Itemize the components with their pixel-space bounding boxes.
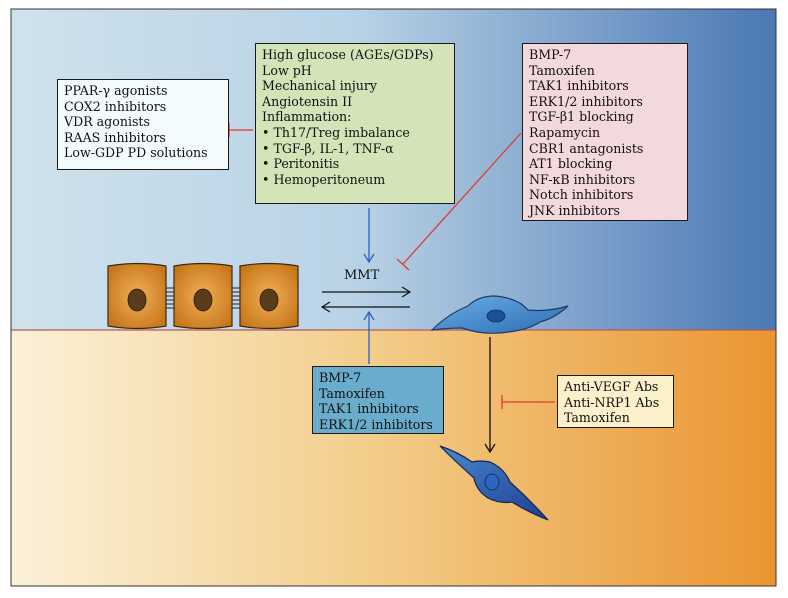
inflammation-bullet: Hemoperitoneum (262, 172, 448, 188)
inflammation-bullet: Th17/Treg imbalance (262, 125, 448, 141)
reversal-arrow (363, 310, 375, 364)
reversal-therapies-box: BMP-7 Tamoxifen TAK1 inhibitors ERK1/2 i… (312, 366, 444, 434)
mesenchymal-cell (430, 295, 569, 334)
therapy-item: TAK1 inhibitors (529, 78, 629, 94)
therapy-item: Low-GDP PD solutions (64, 145, 208, 161)
bullet-text: Hemoperitoneum (273, 171, 386, 187)
epithelial-cell (239, 262, 299, 330)
therapy-item: RAAS inhibitors (64, 129, 166, 145)
mmt-arrows (320, 286, 412, 313)
stimulus-item: Low pH (262, 62, 312, 78)
stimulus-item: Mechanical injury (262, 78, 378, 94)
mmt-label: MMT (344, 268, 380, 283)
therapy-item: Tamoxifen (564, 410, 630, 426)
stimulus-item: High glucose (AGEs/GDPs) (262, 47, 434, 62)
figure-border (10, 8, 777, 587)
therapy-item: TGF-β1 blocking (529, 109, 634, 125)
therapy-item: NF-κB inhibitors (529, 171, 636, 187)
bullet-text: TGF-β, IL-1, TNF-α (273, 140, 394, 156)
therapy-item: CBR1 antagonists (529, 140, 644, 156)
inflammation-bullet: TGF-β, IL-1, TNF-α (262, 141, 448, 157)
inhibition-right (396, 132, 522, 271)
therapy-item: Anti-NRP1 Abs (564, 394, 660, 410)
therapy-item: AT1 blocking (529, 156, 613, 172)
therapy-item: Rapamycin (529, 124, 601, 140)
inhibition-left (228, 123, 253, 137)
epithelial-cell (173, 262, 233, 330)
epithelial-cell (107, 262, 167, 330)
stimuli-box: High glucose (AGEs/GDPs) Low pH Mechanic… (255, 43, 455, 204)
therapy-item: Notch inhibitors (529, 187, 634, 203)
therapy-item: BMP-7 (529, 47, 572, 62)
bullet-text: Peritonitis (273, 156, 340, 172)
cell-nucleus (193, 288, 213, 312)
therapy-item: JNK inhibitors (529, 202, 620, 218)
angiogenesis-therapies-box: Anti-VEGF Abs Anti-NRP1 Abs Tamoxifen (557, 375, 674, 428)
therapy-item: PPAR-γ agonists (64, 83, 168, 98)
cell-nucleus (486, 309, 506, 323)
cell-nucleus (484, 473, 500, 491)
cell-nucleus (127, 288, 147, 312)
fibroblast-cell (439, 445, 549, 521)
therapy-item: COX2 inhibitors (64, 98, 167, 114)
inhibition-yellow (501, 395, 555, 409)
therapy-item: Tamoxifen (319, 385, 385, 401)
therapies-box-left: PPAR-γ agonists COX2 inhibitors VDR agon… (57, 79, 229, 170)
induction-arrow (363, 208, 375, 264)
therapy-item: TAK1 inhibitors (319, 401, 419, 417)
stimulus-item: Inflammation: (262, 109, 352, 125)
therapy-item: BMP-7 (319, 370, 362, 385)
therapy-item: ERK1/2 inhibitors (529, 93, 643, 109)
cell-nucleus (259, 288, 279, 312)
therapy-item: VDR agonists (64, 114, 150, 130)
therapies-box-right: BMP-7 Tamoxifen TAK1 inhibitors ERK1/2 i… (522, 43, 688, 221)
therapy-item: Tamoxifen (529, 62, 595, 78)
inflammation-bullet: Peritonitis (262, 156, 448, 172)
therapy-item: ERK1/2 inhibitors (319, 416, 433, 432)
mesothelial-cell-layer (107, 262, 299, 330)
migration-arrow (484, 337, 496, 454)
bullet-text: Th17/Treg imbalance (273, 124, 410, 140)
therapy-item: Anti-VEGF Abs (564, 379, 659, 394)
stimulus-item: Angiotensin II (262, 93, 353, 109)
